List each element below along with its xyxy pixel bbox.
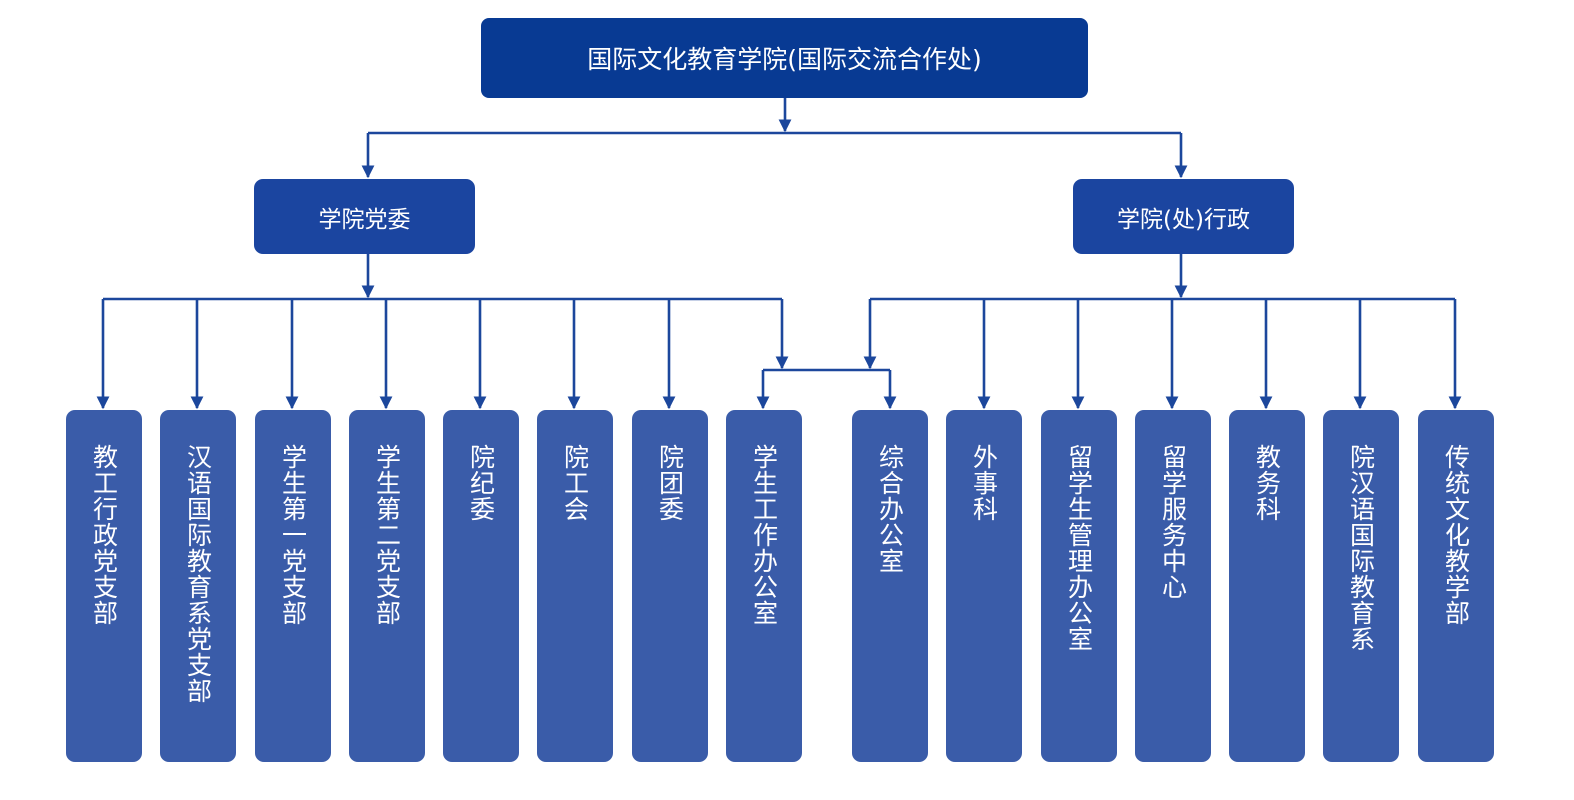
leaf-labor-union: 院工会 xyxy=(537,410,613,762)
party-committee-label: 学院党委 xyxy=(318,206,411,233)
leaf-student-first-party-branch: 学生第一党支部 xyxy=(255,410,331,762)
leaf-study-abroad-center: 留学服务中心 xyxy=(1135,410,1211,762)
leaf-label: 学生第一党支部 xyxy=(278,444,308,626)
leaf-chinese-education-party-branch: 汉语国际教育系党支部 xyxy=(160,410,236,762)
administration-label: 学院(处)行政 xyxy=(1117,206,1250,233)
party-committee-node: 学院党委 xyxy=(254,179,475,254)
leaf-label: 学生工作办公室 xyxy=(749,444,779,626)
leaf-international-student-office: 留学生管理办公室 xyxy=(1041,410,1117,762)
root-node-label: 国际文化教育学院(国际交流合作处) xyxy=(587,45,982,74)
leaf-label: 综合办公室 xyxy=(875,444,905,574)
leaf-academic-affairs: 教务科 xyxy=(1229,410,1305,762)
leaf-label: 院汉语国际教育系 xyxy=(1346,444,1376,652)
leaf-label: 教务科 xyxy=(1252,444,1282,522)
leaf-youth-league: 院团委 xyxy=(632,410,708,762)
leaf-label: 院工会 xyxy=(560,444,590,522)
leaf-foreign-affairs: 外事科 xyxy=(946,410,1022,762)
leaf-label: 学生第二党支部 xyxy=(372,444,402,626)
leaf-label: 留学服务中心 xyxy=(1158,444,1188,600)
leaf-chinese-education-department: 院汉语国际教育系 xyxy=(1323,410,1399,762)
administration-node: 学院(处)行政 xyxy=(1073,179,1294,254)
leaf-label: 院纪委 xyxy=(466,444,496,522)
leaf-student-second-party-branch: 学生第二党支部 xyxy=(349,410,425,762)
leaf-discipline-committee: 院纪委 xyxy=(443,410,519,762)
leaf-label: 传统文化教学部 xyxy=(1441,444,1471,626)
leaf-faculty-party-branch: 教工行政党支部 xyxy=(66,410,142,762)
leaf-student-affairs-office: 学生工作办公室 xyxy=(726,410,802,762)
leaf-label: 留学生管理办公室 xyxy=(1064,444,1094,652)
leaf-label: 外事科 xyxy=(969,444,999,522)
leaf-label: 院团委 xyxy=(655,444,685,522)
leaf-general-office: 综合办公室 xyxy=(852,410,928,762)
leaf-label: 教工行政党支部 xyxy=(89,444,119,626)
root-node: 国际文化教育学院(国际交流合作处) xyxy=(481,18,1088,98)
leaf-label: 汉语国际教育系党支部 xyxy=(183,444,213,704)
leaf-traditional-culture-department: 传统文化教学部 xyxy=(1418,410,1494,762)
